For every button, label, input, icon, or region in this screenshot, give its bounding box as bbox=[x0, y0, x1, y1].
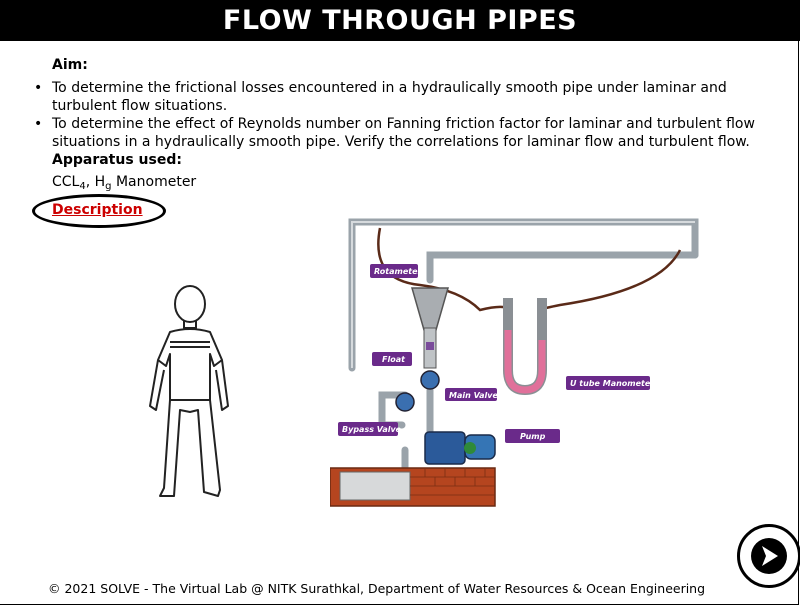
pump-label: Pump bbox=[505, 429, 560, 443]
svg-text:Float: Float bbox=[382, 355, 406, 364]
ccl-text: CCL bbox=[52, 174, 80, 190]
apparatus-text: CCL4, Hg Manometer bbox=[52, 174, 196, 192]
float-label: Float bbox=[372, 352, 412, 366]
aim-list: To determine the frictional losses encou… bbox=[34, 79, 772, 151]
manometer-text: Manometer bbox=[111, 174, 197, 190]
svg-text:Bypass Valve: Bypass Valve bbox=[342, 425, 402, 434]
svg-text:Pump: Pump bbox=[520, 432, 546, 441]
rotameter-label: Rotameter bbox=[370, 264, 422, 278]
footer-copyright: © 2021 SOLVE - The Virtual Lab @ NITK Su… bbox=[48, 581, 706, 596]
u-tube-label: U tube Manometer bbox=[566, 376, 655, 390]
svg-text:U tube Manometer: U tube Manometer bbox=[570, 379, 655, 388]
rotameter-body bbox=[411, 287, 449, 331]
aim-item: To determine the frictional losses encou… bbox=[34, 79, 772, 115]
description-link[interactable]: Description bbox=[52, 202, 143, 218]
ccl-subscript: 4 bbox=[79, 181, 86, 192]
svg-text:Rotameter: Rotameter bbox=[374, 267, 422, 276]
next-button[interactable] bbox=[737, 524, 800, 588]
pump-icon bbox=[424, 431, 496, 465]
apparatus-heading: Apparatus used: bbox=[52, 152, 182, 168]
page-title: FLOW THROUGH PIPES bbox=[0, 0, 800, 41]
bypass-valve-icon bbox=[395, 392, 415, 412]
description-highlight-oval bbox=[32, 194, 166, 228]
main-valve-label: Main Valve bbox=[445, 388, 499, 401]
hg-text: , H bbox=[85, 174, 106, 190]
aim-heading: Aim: bbox=[52, 57, 88, 73]
main-valve-icon bbox=[420, 370, 440, 390]
bypass-valve-label: Bypass Valve bbox=[338, 422, 402, 436]
hg-subscript: g bbox=[105, 181, 112, 192]
play-arrow-icon bbox=[751, 538, 787, 574]
person-figure bbox=[149, 285, 229, 497]
svg-text:Main Valve: Main Valve bbox=[449, 391, 499, 400]
apparatus-diagram: Rotameter Float Main Valve Bypass Valve … bbox=[330, 218, 699, 507]
u-tube-manometer bbox=[503, 298, 547, 396]
aim-item: To determine the effect of Reynolds numb… bbox=[34, 115, 772, 151]
